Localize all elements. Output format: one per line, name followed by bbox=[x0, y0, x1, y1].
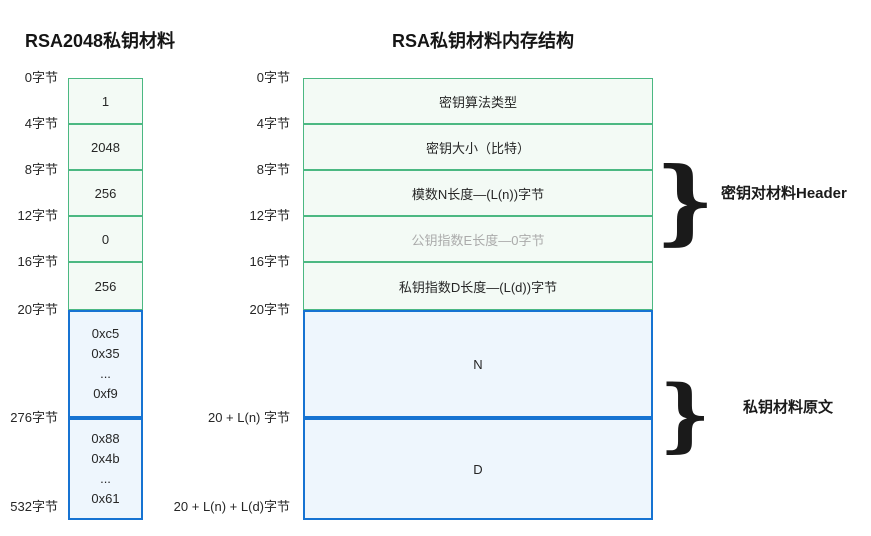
header-brace-icon: } bbox=[655, 147, 715, 255]
left-offset-label: 0字节 bbox=[24, 70, 58, 85]
right-header-cell: 密钥大小（比特） bbox=[303, 124, 653, 170]
right-header-cell: 模数N长度—(L(n))字节 bbox=[303, 170, 653, 216]
left-diagram-title: RSA2048私钥材料 bbox=[24, 31, 176, 51]
right-offset-label: 12字节 bbox=[249, 208, 290, 223]
left-value-cell: 1 bbox=[68, 78, 143, 124]
left-offset-label: 4字节 bbox=[24, 116, 58, 131]
right-header-cell: 密钥算法类型 bbox=[303, 78, 653, 124]
hex-line: ... bbox=[100, 366, 111, 381]
d-data-cell: D bbox=[303, 418, 653, 520]
right-offset-label: 8字节 bbox=[256, 162, 290, 177]
right-offset-label: 20 + L(n) 字节 bbox=[207, 410, 290, 425]
left-value-cell: 256 bbox=[68, 170, 143, 216]
left-offset-label: 276字节 bbox=[10, 410, 58, 425]
right-offset-label: 0字节 bbox=[256, 70, 290, 85]
left-offset-label: 20字节 bbox=[17, 302, 58, 317]
right-header-cell: 私钥指数D长度—(L(d))字节 bbox=[303, 262, 653, 310]
hex-line: 0xf9 bbox=[93, 386, 118, 401]
right-offset-label: 4字节 bbox=[256, 116, 290, 131]
hex-line: 0x88 bbox=[91, 431, 120, 446]
hex-line: ... bbox=[100, 471, 111, 486]
right-header-cell-muted: 公钥指数E长度—0字节 bbox=[303, 216, 653, 262]
data-brace-icon: } bbox=[659, 367, 711, 461]
right-offset-label: 20字节 bbox=[249, 302, 290, 317]
left-value-cell: 2048 bbox=[68, 124, 143, 170]
left-offset-label: 16字节 bbox=[17, 254, 58, 269]
hex-line: 0x61 bbox=[91, 491, 120, 506]
data-brace-label: 私钥材料原文 bbox=[743, 399, 834, 416]
left-offset-label: 532字节 bbox=[10, 499, 58, 514]
left-offset-label: 12字节 bbox=[17, 208, 58, 223]
left-hex-cell-n: 0xc5 0x35 ... 0xf9 bbox=[68, 310, 143, 418]
n-data-cell: N bbox=[303, 310, 653, 418]
hex-line: 0x4b bbox=[91, 451, 120, 466]
right-offset-label: 16字节 bbox=[249, 254, 290, 269]
left-value-cell: 0 bbox=[68, 216, 143, 262]
left-offset-label: 8字节 bbox=[24, 162, 58, 177]
right-diagram-title: RSA私钥材料内存结构 bbox=[391, 31, 574, 51]
right-offset-label: 20 + L(n) + L(d)字节 bbox=[173, 499, 290, 514]
hex-line: 0x35 bbox=[91, 346, 120, 361]
hex-line: 0xc5 bbox=[91, 326, 120, 341]
header-brace-label: 密钥对材料Header bbox=[721, 185, 847, 202]
left-hex-cell-d: 0x88 0x4b ... 0x61 bbox=[68, 418, 143, 520]
left-value-cell: 256 bbox=[68, 262, 143, 310]
